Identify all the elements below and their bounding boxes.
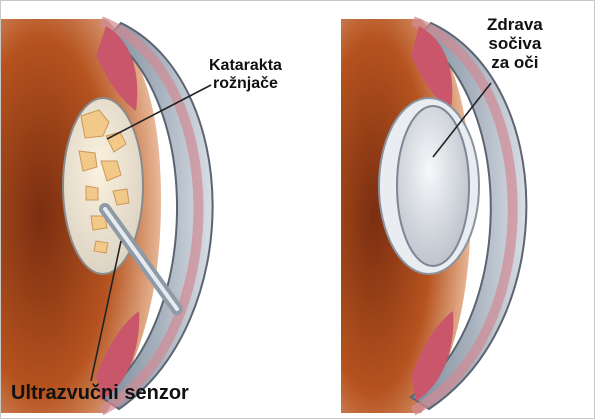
muscle-bottom-right [411,311,454,401]
cataract-label-line2: rožnjače [213,74,278,92]
healthy-label-line3: za oči [491,53,539,73]
sensor-pointer [90,240,122,382]
left-eye [1,16,214,416]
healthy-label-line1: Zdrava [487,15,543,34]
muscle-top-right [411,26,453,111]
healthy-lens-label: Zdrava sočiva za oči [487,15,543,72]
muscle-top-left [96,26,138,111]
right-eye [341,16,528,416]
sclera-edge-left [98,16,204,416]
cataract-label: Katarakta rožnjače [209,57,282,93]
healthy-lens-pointer [432,82,492,158]
sclera-edge-right [410,16,518,416]
ultrasound-sensor-label: Ultrazvučni senzor [11,382,189,404]
muscle-bottom-left [96,311,140,401]
cataract-pointer [106,84,212,140]
healthy-label-line2: sočiva [488,34,542,54]
artificial-lens [396,105,470,267]
ultrasound-probe-highlight [103,207,179,311]
cataract-label-line1: Katarakta [209,57,282,74]
